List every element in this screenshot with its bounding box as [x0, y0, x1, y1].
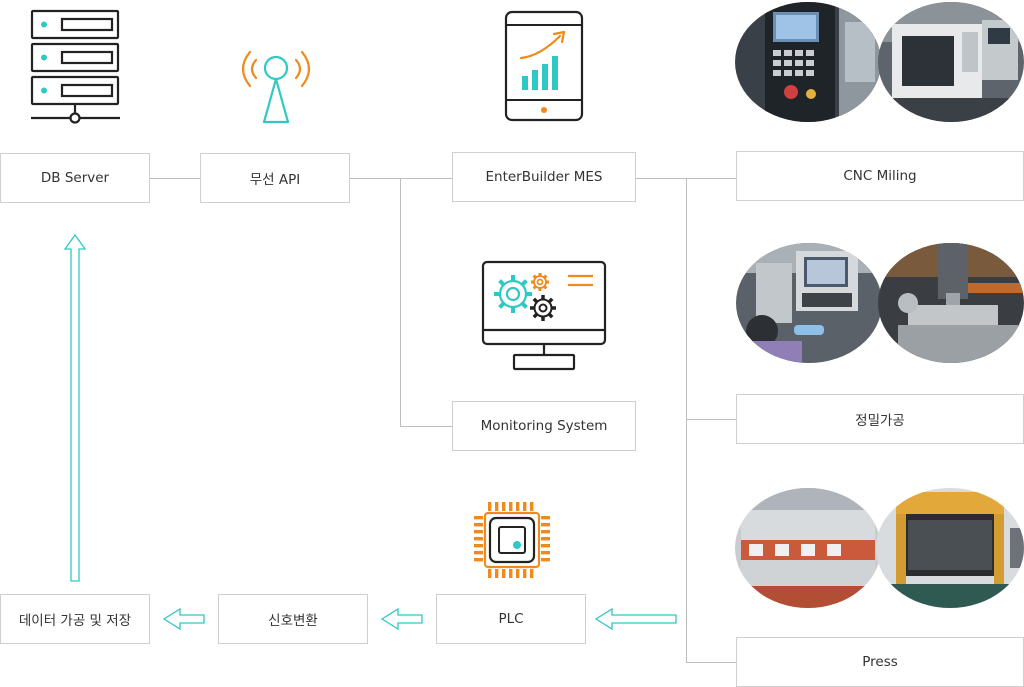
- press-machine-photo: [876, 488, 1024, 608]
- precision-machining-label: 정밀가공: [855, 413, 905, 429]
- connector-api-mes: [350, 178, 452, 179]
- cnc-machine-photo: [878, 2, 1024, 122]
- connector-monitoring-horizontal: [400, 426, 452, 427]
- arrow-up-to-db-server: [63, 233, 87, 582]
- cnc-control-panel-photo: [735, 2, 881, 122]
- connector-mes-machines: [635, 178, 736, 179]
- wireless-antenna-icon: [241, 50, 311, 124]
- arrow-left-to-plc: [594, 608, 677, 630]
- mes-label: EnterBuilder MES: [485, 169, 603, 185]
- connector-api-monitoring-vertical: [400, 178, 401, 427]
- db-server-box: DB Server: [0, 153, 150, 203]
- connector-db-api: [150, 178, 200, 179]
- arrow-left-to-data-store: [162, 608, 205, 630]
- wireless-api-label: 무선 API: [249, 172, 301, 188]
- plc-chip-icon: [474, 502, 550, 578]
- signal-conversion-box: 신호변환: [218, 594, 368, 644]
- precision-spindle-photo: [878, 243, 1024, 363]
- data-processing-storage-box: 데이터 가공 및 저장: [0, 594, 150, 644]
- data-processing-storage-label: 데이터 가공 및 저장: [18, 613, 132, 629]
- press-box: Press: [736, 637, 1024, 687]
- wireless-api-box: 무선 API: [200, 153, 350, 203]
- cnc-milling-label: CNC Miling: [843, 168, 917, 184]
- signal-conversion-label: 신호변환: [268, 613, 318, 629]
- cnc-milling-box: CNC Miling: [736, 151, 1024, 201]
- connector-machines-vertical: [686, 178, 687, 663]
- connector-press: [686, 662, 736, 663]
- press-die-photo: [735, 488, 881, 608]
- precision-machining-box: 정밀가공: [736, 394, 1024, 444]
- plc-box: PLC: [436, 594, 586, 644]
- precision-operator-photo: [736, 243, 882, 363]
- db-server-label: DB Server: [40, 170, 110, 186]
- tablet-growth-chart-icon: [504, 10, 584, 122]
- server-rack-icon: [30, 9, 120, 124]
- monitoring-system-box: Monitoring System: [452, 401, 636, 451]
- connector-precision: [686, 419, 736, 420]
- monitor-gears-icon: [481, 260, 607, 371]
- arrow-left-to-signal: [380, 608, 423, 630]
- monitoring-system-label: Monitoring System: [480, 418, 608, 434]
- mes-box: EnterBuilder MES: [452, 152, 636, 202]
- press-label: Press: [862, 654, 898, 670]
- plc-label: PLC: [498, 611, 524, 627]
